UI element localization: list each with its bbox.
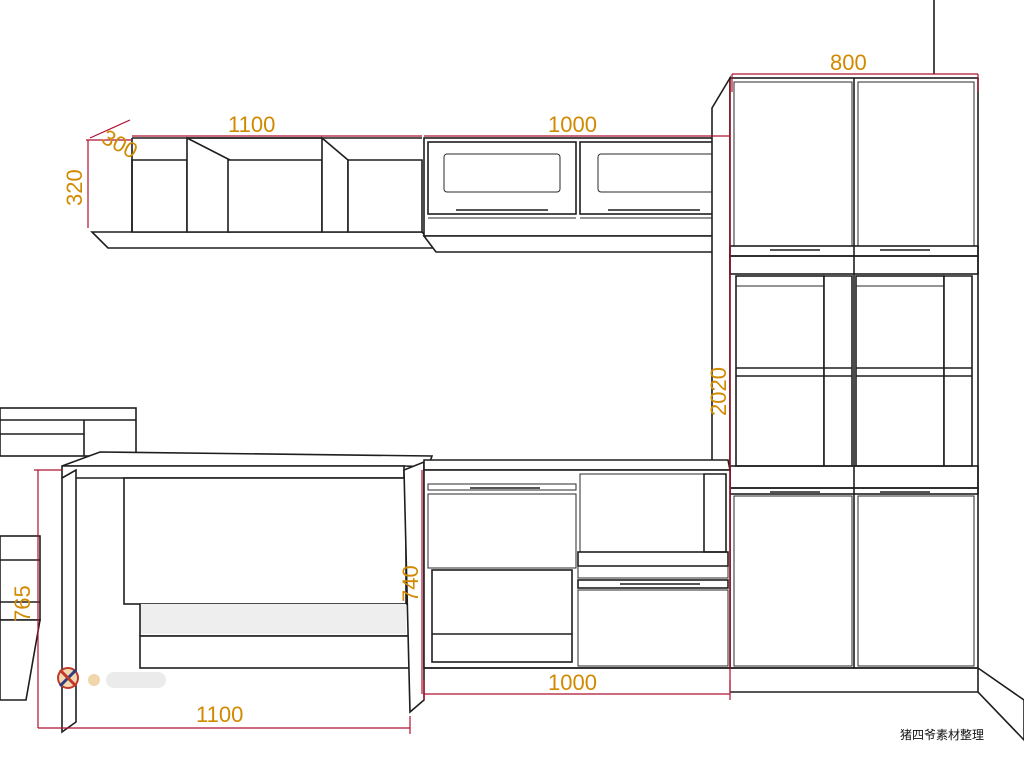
caption-text: 猪四爷素材整理 <box>900 728 985 742</box>
dim-shelf-width: 1100 <box>228 112 275 137</box>
dim-base-height: 740 <box>398 565 423 602</box>
left-side-unit <box>0 407 137 701</box>
dim-base-width: 1000 <box>548 670 597 695</box>
floor-edge <box>977 666 1024 742</box>
open-wall-shelf <box>90 136 440 249</box>
watermark-logo-icon <box>57 667 166 689</box>
dim-wall-cabinet-width: 1000 <box>548 112 597 137</box>
dimension-lines <box>34 73 979 734</box>
dim-tall-cabinet-width: 800 <box>830 50 867 75</box>
desk <box>61 451 434 734</box>
base-cabinet <box>423 459 731 669</box>
dim-shelf-depth: 300 <box>98 124 142 163</box>
dim-desk-height: 765 <box>10 585 35 622</box>
dim-desk-width: 1100 <box>196 702 243 727</box>
tall-cabinet <box>711 75 979 669</box>
dim-shelf-height: 320 <box>62 169 87 206</box>
wall-cabinet-glass-doors <box>422 137 732 253</box>
dim-tall-cabinet-height: 2020 <box>706 367 731 416</box>
